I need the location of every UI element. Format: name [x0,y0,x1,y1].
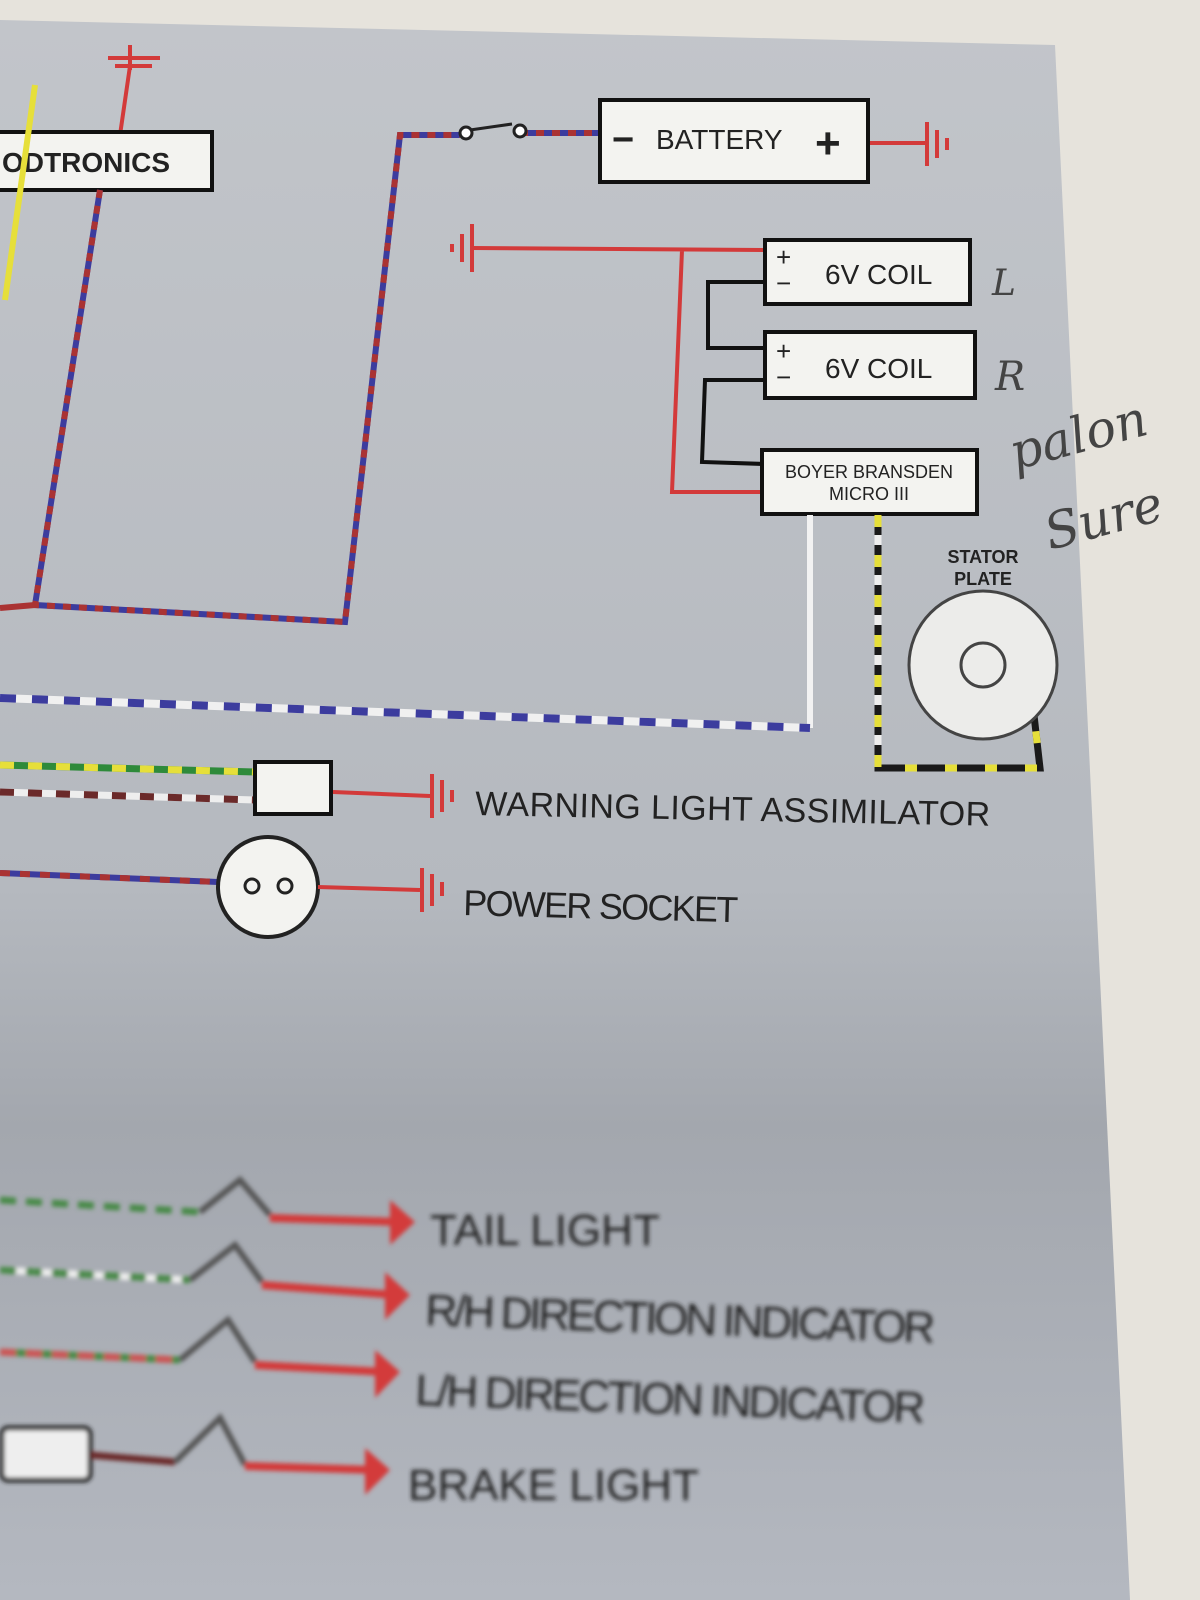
black-wire [699,280,766,466]
coil-plus: + [776,242,791,272]
ground-symbol [332,774,454,818]
warning-light-wires [0,761,256,804]
power-socket-icon [216,835,320,939]
ground-symbol [108,45,160,136]
ignition-box: BOYER BRANSDEN MICRO III [760,448,979,516]
warning-light-box [253,760,333,816]
tail-light-circuit: TAIL LIGHT [0,1175,660,1255]
coil-minus: − [776,362,791,392]
blue-white-wire [0,694,811,732]
coil-left-box: + − 6V COIL [763,238,972,306]
battery-label: BATTERY [656,124,783,155]
brake-light-circuit: BRAKE LIGHT [0,1413,699,1510]
dodtronics-label: ODTRONICS [2,147,170,178]
tail-light-label: TAIL LIGHT [430,1206,660,1255]
stator-label-line2: PLATE [954,569,1012,589]
red-wire [471,246,766,494]
yellow-wire [2,84,38,301]
ignition-label-line1: BOYER BRANSDEN [785,462,953,482]
coil-minus: − [776,268,791,298]
diagram-paper [0,20,1130,1600]
ignition-label-line2: MICRO III [829,484,909,504]
blue-red-wires [0,130,600,626]
coil-left-label: 6V COIL [825,259,932,290]
brake-light-label: BRAKE LIGHT [408,1461,699,1510]
handwritten-note: L [991,263,1016,304]
handwritten-note: R [994,354,1025,400]
dodtronics-box: ODTRONICS [0,130,214,192]
coil-right-label: 6V COIL [825,353,932,384]
ground-symbol [870,122,949,166]
battery-plus: + [815,119,841,168]
switch-icon [458,122,528,141]
stator-wire [874,515,1044,772]
battery-box: − BATTERY + [598,98,870,184]
battery-minus: − [612,119,634,161]
stator-plate: STATOR PLATE [907,547,1059,741]
ground-symbol [317,868,444,912]
coil-plus: + [776,336,791,366]
coil-right-box: + − 6V COIL [763,330,977,400]
power-socket-wire [0,870,219,885]
power-socket-label: POWER SOCKET [463,882,739,930]
stator-label-line1: STATOR [948,547,1019,567]
